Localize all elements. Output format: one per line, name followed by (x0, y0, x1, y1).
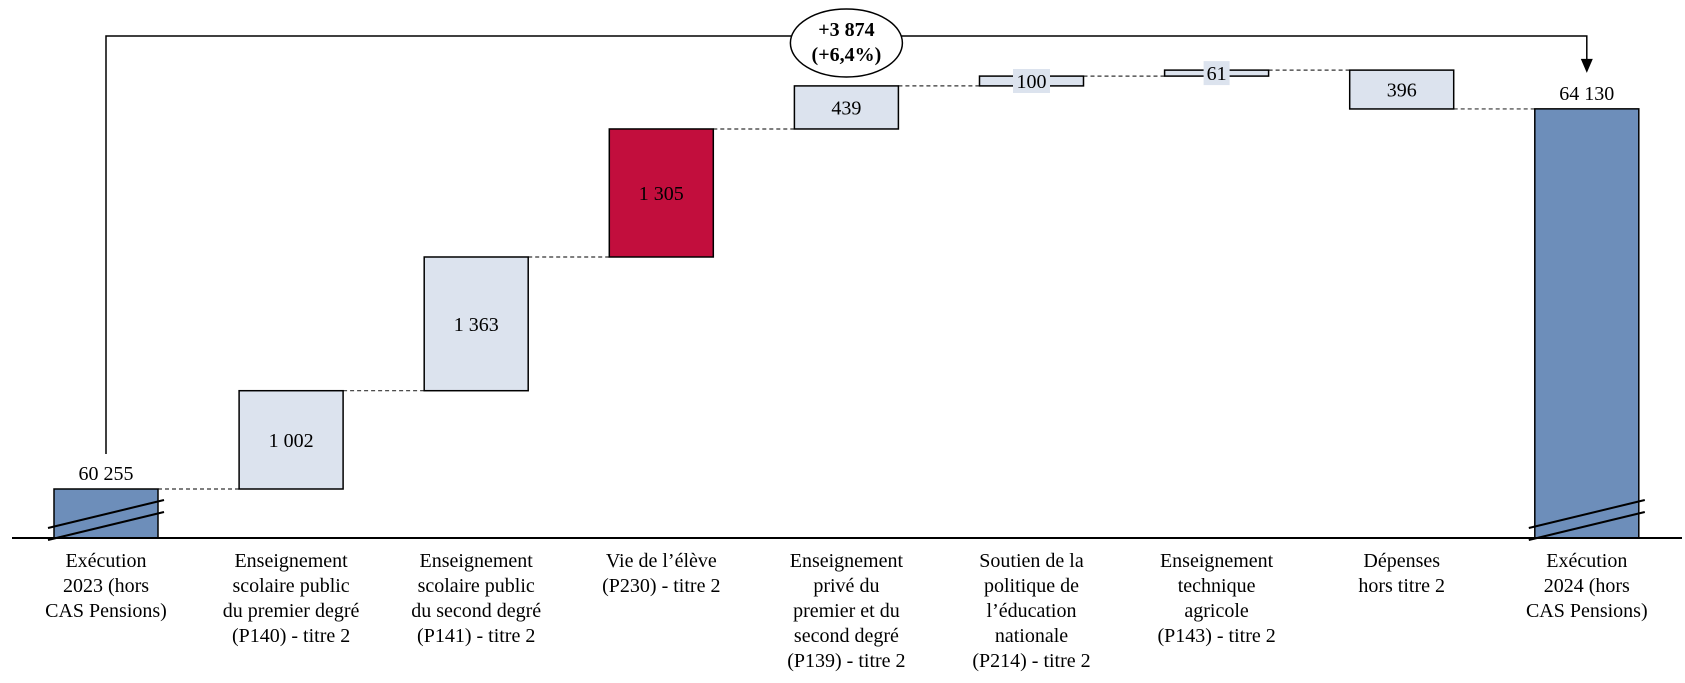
category-label: nationale (995, 625, 1068, 647)
category-label: CAS Pensions) (1526, 600, 1648, 622)
category-label: Enseignement (1160, 550, 1274, 572)
axis-break-mark (1528, 499, 1646, 529)
category-label: (P143) - titre 2 (1157, 625, 1275, 647)
bar-3 (608, 128, 715, 258)
bar-4 (793, 85, 900, 130)
category-label: Vie de l’élève (606, 550, 717, 572)
data-label: 1 363 (454, 314, 499, 336)
axis-break-mark (47, 511, 165, 541)
axis-break-mark (47, 499, 165, 529)
bar-2 (423, 256, 529, 392)
category-label: politique de (984, 575, 1079, 597)
category-label: (P214) - titre 2 (972, 650, 1090, 672)
category-label: Dépenses (1363, 550, 1440, 572)
data-label: 64 130 (1559, 83, 1614, 105)
category-label: Enseignement (234, 550, 348, 572)
category-label: premier et du (793, 600, 900, 622)
data-label: 439 (831, 97, 861, 119)
data-label: 60 255 (79, 463, 134, 485)
category-label: (P140) - titre 2 (232, 625, 350, 647)
category-label: agricole (1184, 600, 1249, 622)
category-label: du premier degré (223, 600, 360, 622)
category-label: (P141) - titre 2 (417, 625, 535, 647)
category-label: technique (1178, 575, 1256, 597)
category-label: l’éducation (987, 600, 1077, 622)
category-label: Exécution (1546, 550, 1627, 572)
change-annotation-ellipse (789, 8, 904, 78)
category-label: CAS Pensions) (45, 600, 167, 622)
label-background (1203, 61, 1230, 86)
category-label: second degré (794, 625, 899, 647)
category-label: du second degré (411, 600, 541, 622)
change-annotation-percent: (+6,4%) (812, 44, 882, 66)
category-label: Soutien de la (979, 550, 1084, 572)
category-label: privé du (813, 575, 879, 597)
category-label: 2024 (hors (1544, 575, 1630, 597)
category-label: 2023 (hors (63, 575, 149, 597)
arrow-head-icon (1580, 58, 1593, 73)
category-label: scolaire public (418, 575, 535, 597)
category-label: hors titre 2 (1358, 575, 1445, 597)
category-label: Enseignement (420, 550, 534, 572)
data-label: 100 (1017, 71, 1047, 93)
bar-7 (1348, 69, 1455, 110)
category-label: Enseignement (790, 550, 904, 572)
bar-8 (1534, 108, 1640, 539)
data-label: 396 (1387, 80, 1417, 102)
change-annotation-value: +3 874 (818, 19, 874, 41)
category-label: Exécution (65, 550, 146, 572)
bar-1 (238, 389, 344, 490)
category-label: scolaire public (233, 575, 350, 597)
category-label: (P230) - titre 2 (602, 575, 720, 597)
data-label: 61 (1207, 63, 1227, 85)
label-background (1013, 69, 1050, 94)
axis-break-mark (1528, 511, 1646, 541)
data-label: 1 305 (639, 183, 684, 205)
data-label: 1 002 (269, 430, 314, 452)
category-label: (P139) - titre 2 (787, 650, 905, 672)
